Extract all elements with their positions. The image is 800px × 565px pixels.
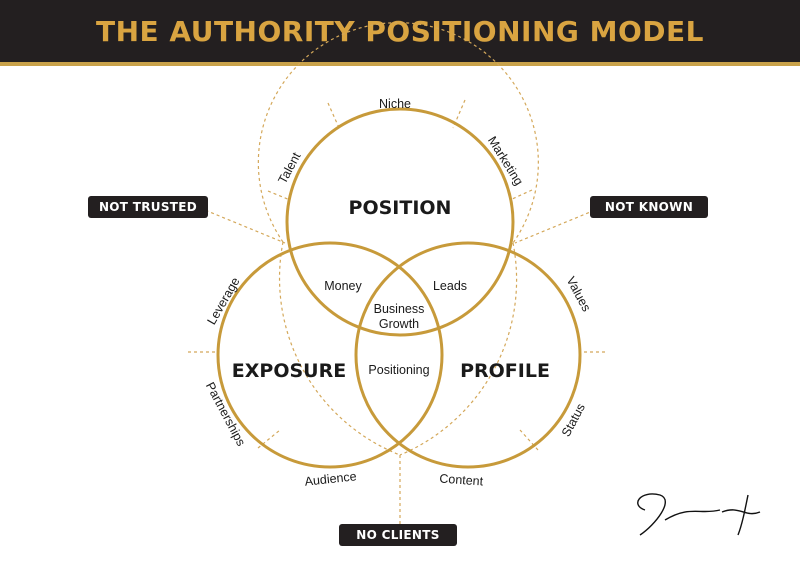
profile-label: PROFILE [460, 360, 550, 382]
status-label: Status [559, 401, 588, 439]
money-label: Money [324, 279, 362, 293]
not-known-tag: NOT KNOWN [590, 196, 708, 218]
positioning-label: Positioning [368, 363, 429, 377]
business-growth-line1: Business [374, 302, 425, 316]
header-bar: THE AUTHORITY POSITIONING MODEL [0, 0, 800, 62]
exposure-circle [216, 241, 444, 469]
content-label: Content [439, 471, 484, 488]
niche-label: Niche [379, 97, 411, 111]
position-circle [285, 107, 515, 337]
position-label: POSITION [349, 197, 452, 219]
signature [637, 493, 761, 536]
audience-label: Audience [304, 469, 357, 488]
page-title: THE AUTHORITY POSITIONING MODEL [95, 14, 704, 48]
partnerships-label: Partnerships [203, 380, 248, 449]
business-growth-line2: Growth [379, 317, 419, 331]
no-clients-tag: NO CLIENTS [339, 524, 457, 546]
profile-circle [354, 241, 582, 469]
exposure-label: EXPOSURE [232, 360, 346, 382]
not-trusted-tag: NOT TRUSTED [88, 196, 208, 218]
header-gold-rule [0, 62, 800, 66]
dashed-outer-ring [257, 22, 539, 525]
leads-label: Leads [433, 279, 467, 293]
